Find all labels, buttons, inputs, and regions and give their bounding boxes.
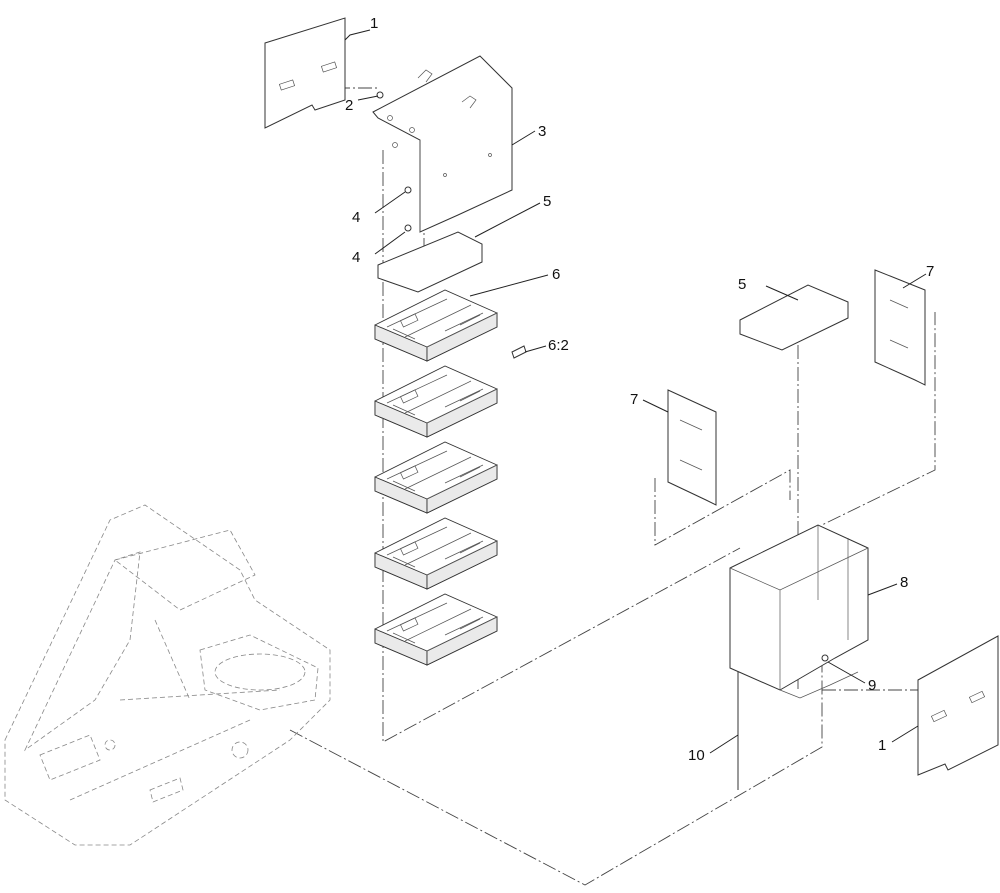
leader-lines [344, 29, 927, 754]
battery-detail [426, 464, 498, 500]
battery-detail [386, 374, 484, 414]
battery-detail [392, 618, 481, 644]
battery-module-part-6 [374, 441, 498, 514]
callout-label: 4 [352, 209, 360, 226]
battery-detail [392, 542, 481, 568]
battery-detail [400, 617, 419, 632]
battery-module-part-6 [374, 517, 498, 590]
battery-module-part-6 [374, 289, 498, 362]
callout-label: 6 [552, 266, 560, 283]
battery-detail [386, 450, 484, 490]
callout-label: 5 [738, 276, 746, 293]
battery-detail [392, 466, 481, 492]
mounting-plate-part-3 [372, 55, 513, 233]
callout-label: 1 [370, 15, 378, 32]
fastener-part-9 [821, 654, 829, 662]
tray-box-part-8 [729, 524, 869, 699]
battery-detail [400, 389, 419, 404]
battery-detail [426, 388, 498, 424]
panel-part-1-right [917, 635, 999, 776]
callout-label: 10 [688, 747, 705, 764]
callout-label: 4 [352, 249, 360, 266]
side-panel-part-7-left [667, 389, 717, 506]
battery-detail [386, 526, 484, 566]
battery-detail [426, 312, 498, 348]
connector-part-6-2 [511, 345, 527, 359]
callout-label: 2 [345, 97, 353, 114]
battery-module-part-6 [374, 365, 498, 438]
side-panel-part-7-right [874, 269, 926, 386]
callout-labels: 1 2 3 4 4 5 6 6:2 5 7 7 8 9 10 1 [345, 15, 934, 764]
callout-label: 1 [878, 737, 886, 754]
pad-part-5-upper [377, 231, 483, 293]
battery-detail [400, 465, 419, 480]
battery-detail [426, 616, 498, 652]
callout-label: 9 [868, 677, 876, 694]
pad-part-5-right [739, 284, 849, 351]
callout-label: 6:2 [548, 337, 569, 354]
battery-detail [392, 390, 481, 416]
battery-stack [374, 289, 498, 666]
machine-frame-ghost [4, 504, 331, 846]
panel-part-1-left [264, 17, 346, 129]
battery-detail [386, 298, 484, 338]
battery-detail [400, 313, 419, 328]
callout-label: 7 [630, 391, 638, 408]
battery-detail [400, 541, 419, 556]
callout-label: 3 [538, 123, 546, 140]
fastener-part-2 [376, 91, 384, 99]
battery-detail [392, 314, 481, 340]
battery-detail [386, 602, 484, 642]
fastener-part-4-upper [404, 186, 412, 194]
callout-label: 8 [900, 574, 908, 591]
callout-label: 5 [543, 193, 551, 210]
battery-module-part-6 [374, 593, 498, 666]
fastener-part-4-lower [404, 224, 412, 232]
battery-detail [426, 540, 498, 576]
callout-label: 7 [926, 263, 934, 280]
